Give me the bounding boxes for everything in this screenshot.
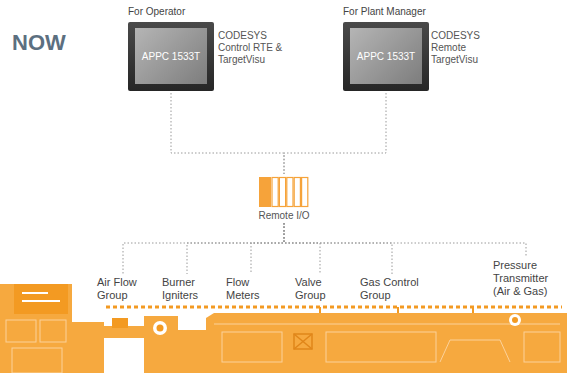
device-note: CODESYS Control RTE & TargetVisu: [218, 30, 296, 66]
device-group: Burner Igniters: [162, 276, 212, 302]
device-label: Gas Control Group: [360, 276, 424, 302]
dotted-connector: [284, 223, 526, 257]
remote-io: Remote I/O: [249, 176, 319, 221]
io-module-icon: [258, 176, 310, 208]
dotted-connector: [251, 223, 284, 274]
device-note: CODESYS Remote TargetVisu: [431, 30, 511, 66]
monitor-caption: For Plant Manager: [343, 6, 429, 18]
monitor-bezel: APPC 1533T: [343, 22, 429, 91]
screen-text: APPC 1533T: [142, 51, 200, 62]
device-group: Air Flow Group: [97, 276, 149, 302]
dotted-connector: [284, 93, 386, 174]
monitor-screen: APPC 1533T: [135, 28, 207, 84]
module-label: Remote I/O: [249, 210, 319, 221]
device-label: Valve Group: [295, 276, 345, 302]
dotted-connector: [284, 223, 392, 274]
device-group: Flow Meters: [226, 276, 276, 302]
device-label: Pressure Transmitter (Air & Gas): [493, 259, 559, 298]
dotted-connector: [171, 93, 284, 174]
diagram-title: NOW: [12, 30, 66, 56]
screen-text: APPC 1533T: [357, 51, 415, 62]
panel-pc: For Plant ManagerAPPC 1533T: [343, 6, 429, 91]
monitor-screen: APPC 1533T: [350, 28, 422, 84]
dotted-connector: [284, 223, 320, 274]
monitor-bezel: APPC 1533T: [128, 22, 214, 91]
device-group: Gas Control Group: [360, 276, 424, 302]
dotted-connector: [187, 223, 284, 274]
panel-pc: For OperatorAPPC 1533T: [128, 6, 214, 91]
device-group: Pressure Transmitter (Air & Gas): [493, 259, 559, 298]
device-label: Air Flow Group: [97, 276, 149, 302]
dotted-connector: [123, 223, 284, 274]
monitor-caption: For Operator: [128, 6, 214, 18]
device-label: Burner Igniters: [162, 276, 212, 302]
device-group: Valve Group: [295, 276, 345, 302]
device-label: Flow Meters: [226, 276, 276, 302]
